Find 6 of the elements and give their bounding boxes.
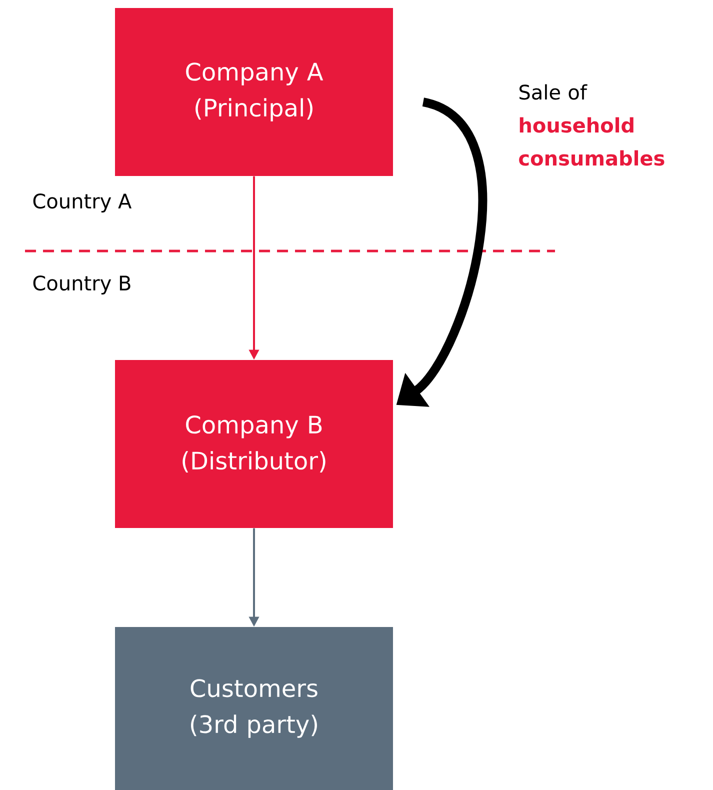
region-label: Country A — [33, 194, 132, 212]
region-label: Country B — [33, 276, 130, 294]
edge-label: Sale of household consumables — [519, 84, 664, 166]
process-box: Company B (Distributor) — [115, 360, 393, 528]
process-box: Company A (Principal) — [115, 8, 393, 176]
process-box: Customers (3rd party) — [115, 627, 393, 790]
